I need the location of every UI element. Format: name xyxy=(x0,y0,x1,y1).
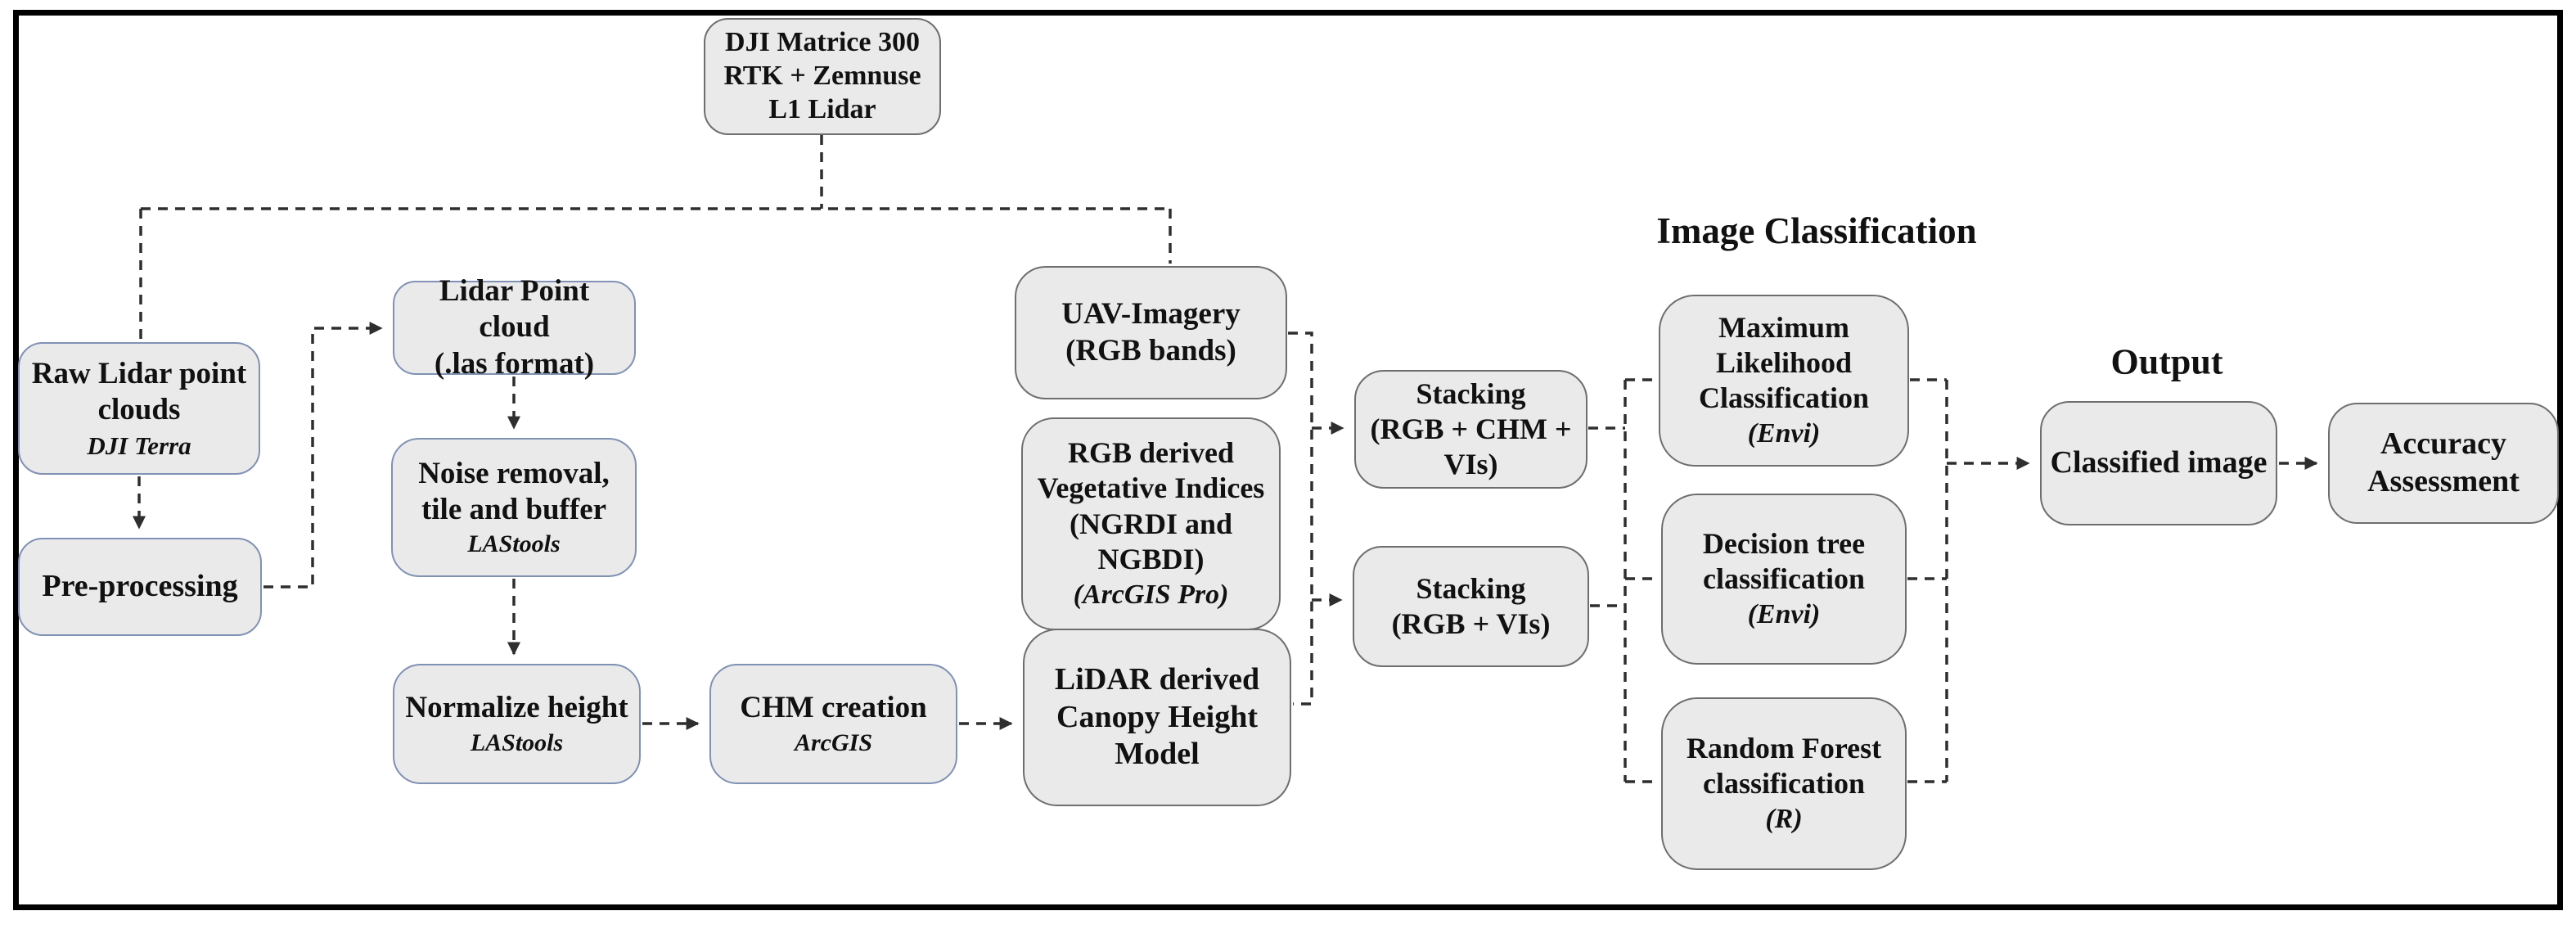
node-label-line: Accuracy xyxy=(2380,426,2507,462)
node-label-line: Lidar Point cloud xyxy=(439,273,590,345)
node-label-line: Maximum xyxy=(1718,310,1849,344)
node-label-line: Classified image xyxy=(2050,445,2268,480)
node-tool-sublabel: (R) xyxy=(1765,804,1803,835)
node-label-line: DJI Matrice 300 xyxy=(725,27,920,58)
node-stacking-rgb-vis: Stacking(RGB + VIs) xyxy=(1353,546,1589,667)
node-label-line: VIs) xyxy=(1443,448,1498,481)
node-label-line: (RGB + CHM + xyxy=(1370,412,1572,445)
node-label-line: RGB derived xyxy=(1068,436,1234,470)
node-label-line: Likelihood xyxy=(1715,346,1853,379)
node-label-line: Stacking xyxy=(1416,377,1526,410)
node-label-line: Decision tree xyxy=(1702,526,1866,560)
node-label-line: L1 Lidar xyxy=(768,93,876,124)
node-tool-sublabel: ArcGIS xyxy=(794,728,873,756)
node-tool-sublabel: (Envi) xyxy=(1747,599,1821,630)
node-uav-imagery: UAV-Imagery(RGB bands) xyxy=(1015,266,1287,399)
node-label-line: (.las format) xyxy=(434,346,595,381)
node-label-line: UAV-Imagery xyxy=(1061,297,1241,331)
node-label-line: clouds xyxy=(97,393,181,427)
node-tool-sublabel: LAStools xyxy=(467,530,561,558)
node-label-line: Normalize height xyxy=(405,691,628,725)
node-tool-sublabel: LAStools xyxy=(470,728,564,756)
node-label-line: Model xyxy=(1115,737,1200,772)
connector-uav-to-bus1-and-chm xyxy=(1288,331,1313,706)
node-label-line: LiDAR derived xyxy=(1054,662,1260,697)
connector-preprocessing-to-las xyxy=(263,321,383,589)
node-label-line: Raw Lidar point xyxy=(31,357,247,391)
diagram-border-frame xyxy=(13,10,2563,910)
node-label-line: NGBDI) xyxy=(1097,542,1205,575)
node-label-line: RTK + Zemnuse xyxy=(723,61,921,92)
node-tool-sublabel: DJI Terra xyxy=(87,431,191,460)
node-classified-image: Classified image xyxy=(2040,401,2277,525)
node-stacking-rgb-chm-vis: Stacking(RGB + CHM +VIs) xyxy=(1354,370,1587,489)
node-label-line: CHM creation xyxy=(740,691,927,725)
node-label-line: classification xyxy=(1703,562,1865,596)
node-tool-sublabel: (ArcGIS Pro) xyxy=(1073,579,1229,610)
node-label-line: Random Forest xyxy=(1686,731,1882,764)
node-lidar-point-cloud-las: Lidar Point cloud(.las format) xyxy=(393,274,636,381)
node-label-line: (RGB + VIs) xyxy=(1391,607,1551,640)
node-label-line: classification xyxy=(1703,767,1865,800)
node-label-line: Pre-processing xyxy=(42,569,238,604)
section-title-output: Output xyxy=(2110,341,2223,382)
node-label-line: Assessment xyxy=(2367,464,2520,498)
section-title-image-classification: Image Classification xyxy=(1656,210,1977,251)
node-pre-processing: Pre-processing xyxy=(18,538,262,636)
node-label-line: (NGRDI and xyxy=(1069,507,1233,540)
node-label-line: Canopy Height xyxy=(1056,699,1258,734)
node-label-line: Stacking xyxy=(1416,571,1526,605)
node-label-line: Classification xyxy=(1698,381,1869,415)
node-label-line: (RGB bands) xyxy=(1065,333,1236,368)
node-label-line: Noise removal, xyxy=(418,456,610,490)
node-label-line: tile and buffer xyxy=(421,493,607,526)
node-tool-sublabel: (Envi) xyxy=(1747,418,1821,449)
node-label-line: Vegetative Indices xyxy=(1037,471,1265,505)
